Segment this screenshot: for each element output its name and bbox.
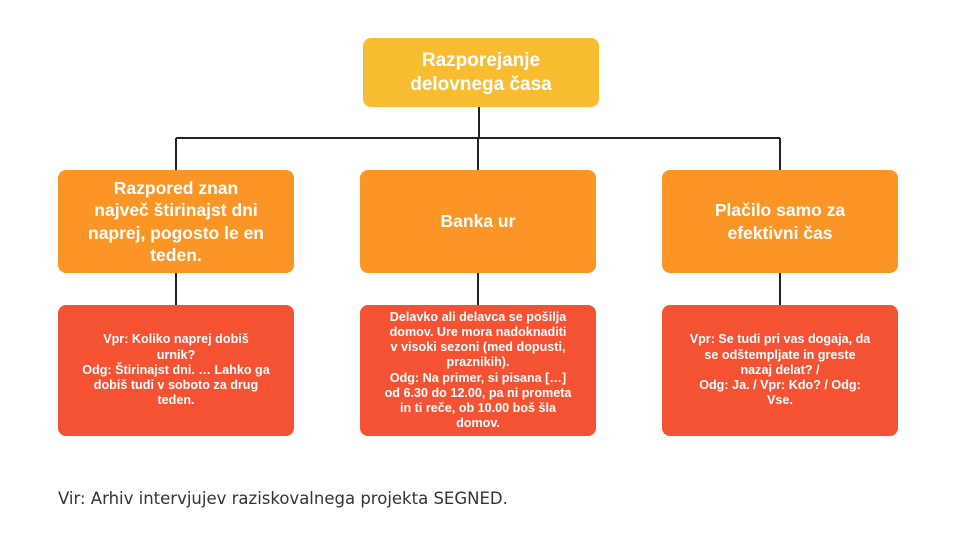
detail-node-1-text: Vpr: Koliko naprej dobiš urnik? Odg: Šti… [82, 332, 270, 408]
branch-node-2-label: Banka ur [440, 211, 516, 232]
source-note: Vir: Arhiv intervjujev raziskovalnega pr… [58, 489, 508, 508]
branch-node-3-label: Plačilo samo za efektivni čas [714, 200, 846, 243]
root-node-label: Razporejanje delovnega časa [410, 49, 552, 95]
detail-node-2: Delavko ali delavca se pošilja domov. Ur… [360, 305, 596, 436]
branch-node-2: Banka ur [360, 170, 596, 273]
branch-node-1: Razpored znan največ štirinajst dni napr… [58, 170, 294, 273]
detail-node-3-text: Vpr: Se tudi pri vas dogaja, da se odšte… [689, 332, 871, 408]
detail-node-1: Vpr: Koliko naprej dobiš urnik? Odg: Šti… [58, 305, 294, 436]
branch-node-1-label: Razpored znan največ štirinajst dni napr… [88, 177, 264, 266]
detail-node-2-text: Delavko ali delavca se pošilja domov. Ur… [384, 309, 572, 431]
detail-node-3: Vpr: Se tudi pri vas dogaja, da se odšte… [662, 305, 898, 436]
branch-node-3: Plačilo samo za efektivni čas [662, 170, 898, 273]
root-node: Razporejanje delovnega časa [363, 38, 599, 107]
